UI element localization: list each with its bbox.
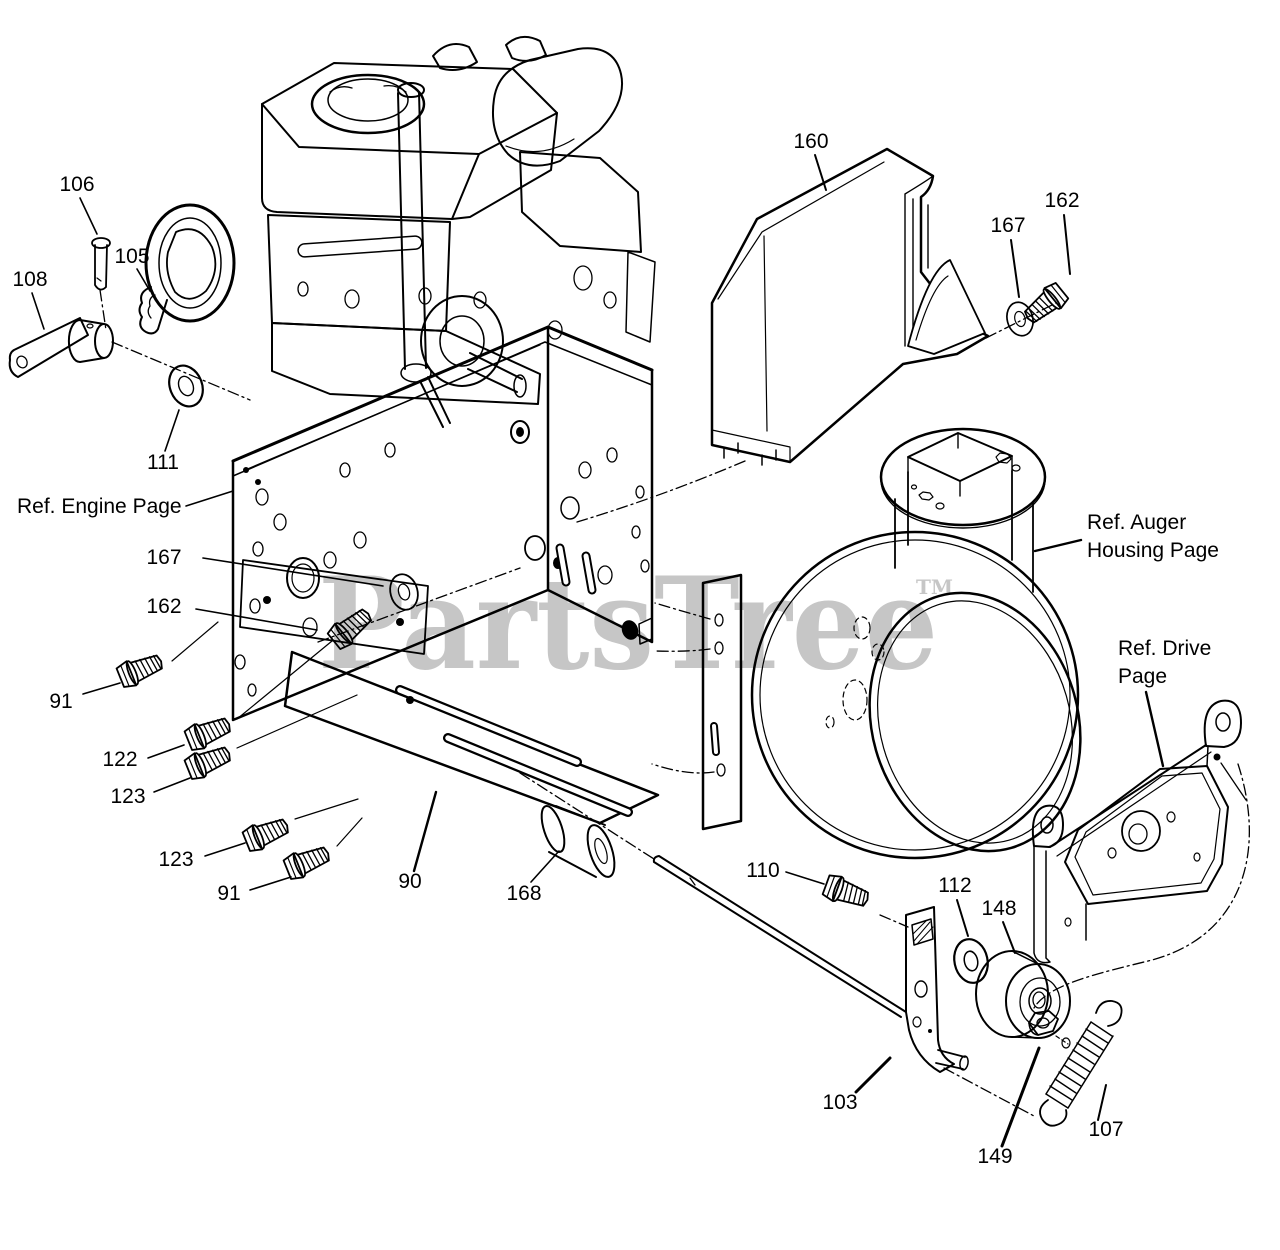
- spacer-168: [540, 805, 616, 878]
- tension-spring-107: [1039, 1000, 1123, 1127]
- leader-90: [412, 790, 438, 873]
- leader-123-b: [204, 842, 246, 857]
- leader-107: [1097, 1084, 1107, 1121]
- idler-pulley-148: [975, 950, 1071, 1039]
- callout-122: 122: [102, 748, 137, 771]
- leader-91-a: [82, 682, 121, 695]
- leader-149: [1000, 1046, 1041, 1148]
- idler-parts: [540, 805, 1123, 1127]
- leader-112: [956, 899, 969, 937]
- callout-111: 111: [147, 451, 179, 474]
- hairpin-clip-105: [138, 286, 168, 335]
- housing-center-details: [825, 616, 885, 729]
- callout-91-b: 91: [217, 882, 240, 905]
- leader-167-cover: [1010, 239, 1020, 298]
- leader-110: [785, 871, 825, 885]
- leader-162-cover: [1063, 214, 1071, 275]
- leader-160: [814, 154, 827, 191]
- leader-106: [79, 197, 98, 235]
- frame-left-panel: [231, 325, 550, 722]
- bolt-123-b: [240, 812, 293, 855]
- bolt-91-b: [281, 840, 334, 883]
- callout-112: 112: [938, 874, 971, 897]
- panel-align-line-3: [651, 763, 715, 774]
- leader-91-b: [249, 876, 292, 891]
- leader-122: [147, 744, 185, 759]
- engine-gasket-ring: [144, 203, 236, 323]
- frame-right-panel: [546, 325, 654, 644]
- callout-90: 90: [398, 870, 421, 893]
- pin-axis-line: [99, 289, 107, 331]
- bolt-91-a: [114, 648, 167, 691]
- callout-107: 107: [1088, 1118, 1123, 1141]
- callout-148: 148: [981, 897, 1016, 920]
- leader-162-frame: [195, 608, 318, 631]
- drive-loop-line: [1033, 763, 1250, 1009]
- cover-frame-line: [576, 460, 746, 523]
- auger-housing: [701, 427, 1082, 860]
- callout-167-cover: 167: [990, 214, 1025, 237]
- callout-106: 106: [59, 173, 94, 196]
- leader-105: [136, 268, 151, 292]
- callout-ref-engine-page: Ref. Engine Page: [17, 495, 182, 518]
- callout-162-frame: 162: [146, 595, 181, 618]
- cover-hardware: [1002, 279, 1072, 340]
- leader-148: [1002, 921, 1016, 954]
- washer-111: [168, 364, 204, 408]
- frame-assembly: [231, 325, 660, 825]
- idler-bracket-103: [905, 906, 969, 1073]
- callout-160: 160: [793, 130, 828, 153]
- leader-108: [31, 292, 45, 330]
- panel-align-line-1: [654, 602, 711, 620]
- frame-bolts: [114, 570, 423, 883]
- idler-rod: [652, 855, 907, 1018]
- callout-103: 103: [822, 1091, 857, 1114]
- housing-side-panel: [701, 573, 743, 831]
- leader-168: [530, 850, 560, 883]
- mount-pin-parts: [8, 237, 204, 408]
- leader-167-frame: [202, 557, 384, 587]
- alignment-lines: [99, 289, 1250, 1117]
- bracket-axis-line: [111, 341, 251, 401]
- panel-align-line-2: [654, 648, 711, 652]
- leader-123-a: [153, 777, 191, 793]
- callout-123-a: 123: [110, 785, 145, 808]
- bracket-spring-line: [943, 1067, 1035, 1117]
- cover-bolt-axis-line: [985, 302, 1057, 339]
- callout-110: 110: [746, 859, 779, 882]
- callout-105: 105: [114, 245, 149, 268]
- leader-ref-drive-page: [1144, 690, 1165, 768]
- callout-149: 149: [977, 1145, 1012, 1168]
- engine-assembly: [144, 35, 656, 428]
- callout-123-b: 123: [158, 848, 193, 871]
- callout-167-frame: 167: [146, 546, 181, 569]
- bolt-110: [820, 871, 873, 914]
- leader-111: [164, 409, 180, 452]
- callout-162-cover: 162: [1044, 189, 1079, 212]
- callout-108: 108: [12, 268, 47, 291]
- leader-103: [854, 1056, 892, 1094]
- washer-112: [949, 934, 993, 988]
- clevis-pin-106: [91, 237, 111, 291]
- belt-cover-160: [710, 147, 990, 466]
- nut-149: [1028, 1010, 1071, 1049]
- bolt-122: [182, 711, 235, 754]
- watermark-tm: TM: [916, 575, 953, 599]
- pivot-bracket-108: [8, 317, 114, 378]
- leader-ref-auger-housing-page: [1033, 538, 1083, 553]
- callout-168: 168: [506, 882, 541, 905]
- leader-ref-engine-page: [185, 490, 234, 507]
- bolt-162-cover: [1018, 279, 1072, 330]
- callout-91-a: 91: [49, 690, 72, 713]
- rod-axis-line: [519, 772, 655, 860]
- drive-plate-bracket: [1031, 699, 1247, 964]
- bolt110-axis-line: [879, 914, 909, 928]
